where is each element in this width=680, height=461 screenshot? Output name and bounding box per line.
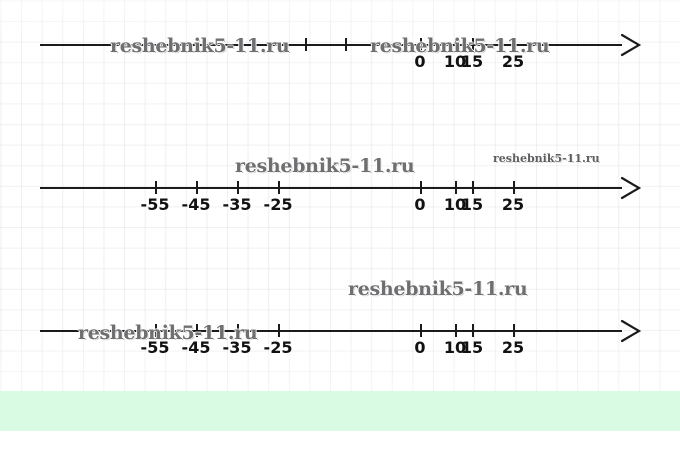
grid-fade-overlay (0, 0, 680, 392)
axis-tick (513, 324, 515, 337)
axis-tick (420, 324, 422, 337)
axis-tick-label: -45 (181, 195, 211, 214)
axis-tick (455, 181, 457, 194)
axis-tick-label: -45 (181, 338, 211, 357)
axis-tick-label: 15 (460, 338, 484, 357)
watermark-text: reshebnik5-11.ru (235, 155, 415, 177)
axis-arrow-icon (620, 319, 642, 343)
axis-tick (237, 324, 239, 337)
axis-tick (513, 181, 515, 194)
axis-tick-label: 0 (414, 195, 426, 214)
axis-tick (278, 181, 280, 194)
axis-tick (472, 181, 474, 194)
axis-tick-label: 10 (443, 195, 467, 214)
axis-tick (155, 324, 157, 337)
axis-tick (420, 38, 422, 51)
axis-tick-label: -25 (263, 338, 293, 357)
axis-tick-label: 10 (443, 338, 467, 357)
axis-tick-label: 10 (443, 52, 467, 71)
axis-tick (472, 38, 474, 51)
axis-tick-label: -55 (140, 195, 170, 214)
axis-arrow-icon (620, 176, 642, 200)
axis-line (40, 187, 622, 189)
axis-tick-label: -25 (263, 195, 293, 214)
axis-line (40, 44, 622, 46)
watermark-text: reshebnik5-11.ru (493, 152, 600, 165)
axis-arrow-icon (620, 33, 642, 57)
axis-line (40, 330, 622, 332)
axis-tick (455, 324, 457, 337)
axis-tick-label: 15 (460, 195, 484, 214)
axis-tick (513, 38, 515, 51)
axis-tick (155, 181, 157, 194)
axis-tick (472, 324, 474, 337)
axis-tick (237, 181, 239, 194)
axis-tick-label: 0 (414, 338, 426, 357)
axis-tick-label: -35 (222, 338, 252, 357)
axis-tick (420, 181, 422, 194)
axis-tick-label: 0 (414, 52, 426, 71)
watermark-text: reshebnik5-11.ru (110, 35, 290, 57)
axis-tick-label: -35 (222, 195, 252, 214)
axis-tick (345, 38, 347, 51)
axis-tick-label: 15 (460, 52, 484, 71)
axis-tick-label: -55 (140, 338, 170, 357)
green-highlight-band (0, 391, 680, 431)
axis-tick (196, 324, 198, 337)
axis-tick-label: 25 (501, 338, 525, 357)
axis-tick (455, 38, 457, 51)
watermark-text: reshebnik5-11.ru (348, 278, 528, 300)
axis-tick-label: 25 (501, 195, 525, 214)
axis-tick (305, 38, 307, 51)
axis-tick-label: 25 (501, 52, 525, 71)
notebook-grid-background (0, 0, 680, 392)
axis-tick (278, 324, 280, 337)
axis-tick (196, 181, 198, 194)
